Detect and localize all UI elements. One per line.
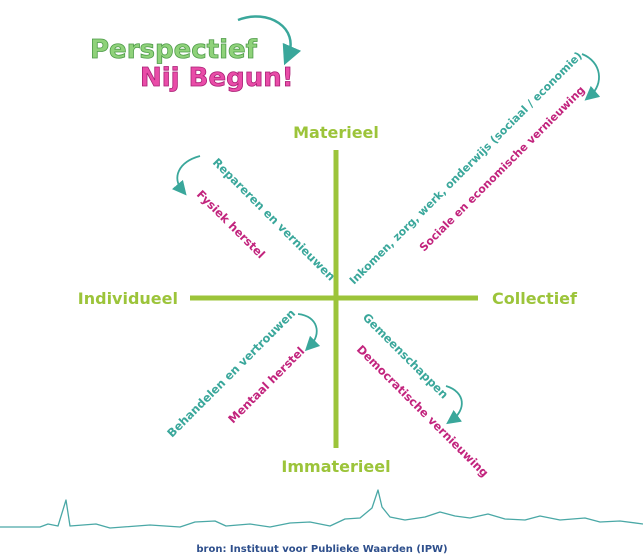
- skyline-icon: [0, 489, 643, 529]
- quadrant-top-right: Inkomen, zorg, werk, onderwijs (sociaal …: [347, 49, 601, 287]
- top-right-teal-text: Inkomen, zorg, werk, onderwijs (sociaal …: [347, 49, 585, 287]
- logo-line2: Nij Begun!: [140, 63, 294, 93]
- axis-label-bottom: Immaterieel: [281, 457, 390, 476]
- top-right-magenta-text: Sociale en economische vernieuwing: [417, 83, 588, 254]
- top-right-arrow-icon: [581, 53, 601, 101]
- bottom-left-arrow-icon: [297, 313, 321, 352]
- source-caption: bron: Instituut voor Publieke Waarden (I…: [196, 544, 447, 555]
- logo-line1: Perspectief: [90, 35, 258, 65]
- logo-arrow-icon: [237, 15, 302, 66]
- bottom-right-arrow-icon: [445, 385, 463, 425]
- axis-label-top: Materieel: [293, 123, 379, 142]
- quadrant-top-left: Repareren en vernieuwen Fysiek herstel: [171, 155, 338, 284]
- quadrant-bottom-left: Behandelen en vertrouwen Mentaal herstel: [164, 306, 321, 440]
- axis-label-left: Individueel: [78, 289, 178, 308]
- top-left-arrow-icon: [171, 155, 201, 196]
- axes: [190, 150, 478, 448]
- logo: Perspectief Nij Begun!: [90, 15, 302, 93]
- axis-label-right: Collectief: [492, 289, 578, 308]
- quadrant-bottom-right: Gemeenschappen Democratische vernieuwing: [354, 310, 492, 480]
